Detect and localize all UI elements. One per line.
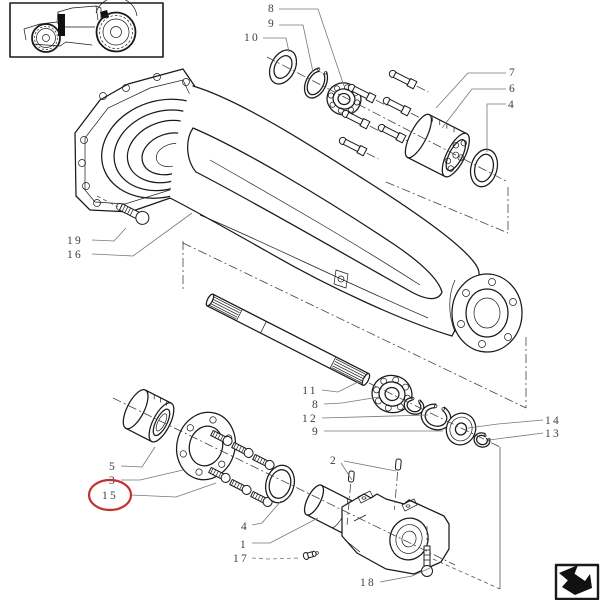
- leader-line-2: [340, 462, 353, 481]
- page-nav-box[interactable]: [554, 563, 600, 600]
- part-callout-18[interactable]: 18: [360, 577, 376, 589]
- hub-studs: [338, 69, 429, 160]
- part-callout-15[interactable]: 15: [102, 490, 118, 502]
- part-callout-12[interactable]: 12: [302, 413, 318, 425]
- leader-line-9: [279, 24, 314, 73]
- leader-line-10: [263, 37, 290, 53]
- axis-lines: [112, 56, 527, 590]
- leader-line-2: [343, 460, 397, 472]
- leader-line-3: [121, 469, 184, 481]
- hub-flange-3: [176, 411, 236, 481]
- continue-arrow-icon: [559, 565, 592, 595]
- leader-line-15: [130, 482, 217, 498]
- leader-line-6: [441, 88, 506, 129]
- washer-14: [445, 412, 477, 446]
- part-callout-4[interactable]: 4: [241, 521, 249, 533]
- leader-line-14: [467, 419, 544, 429]
- part-callout-17[interactable]: 17: [233, 553, 249, 565]
- part-callout-8[interactable]: 8: [268, 3, 276, 15]
- arm-opening: [187, 127, 443, 300]
- part-callout-5[interactable]: 5: [109, 461, 117, 473]
- axle-shaft: [205, 293, 371, 386]
- part-callout-8[interactable]: 8: [312, 399, 320, 411]
- leader-line-11: [321, 378, 365, 393]
- part-callout-16[interactable]: 16: [67, 249, 83, 261]
- part-callout-6[interactable]: 6: [509, 83, 517, 95]
- leader-line-1: [252, 517, 319, 544]
- axle-housing-arm: [169, 85, 480, 337]
- leader-line-12: [321, 414, 429, 419]
- part-callout-19[interactable]: 19: [67, 235, 83, 247]
- tractor-icon: [23, 0, 138, 53]
- highlight-circle: [87, 478, 133, 512]
- leader-line-8: [279, 8, 345, 87]
- arm-end-flange: [449, 273, 523, 353]
- leader-line-16: [91, 212, 193, 257]
- flange-bolts-15: [208, 430, 275, 507]
- washer-10: [268, 49, 298, 85]
- leader-line-18: [379, 567, 431, 583]
- kingpin-housing: [303, 484, 450, 575]
- flange-bolt-19: [96, 195, 150, 225]
- part-callout-9[interactable]: 9: [312, 426, 320, 438]
- leader-line-17: [251, 557, 301, 560]
- part-callout-14[interactable]: 14: [545, 415, 561, 427]
- seal-ring-4-bottom: [264, 464, 296, 504]
- part-callout-11[interactable]: 11: [302, 385, 317, 397]
- leader-line-4: [486, 103, 506, 152]
- seal-ring-4-top: [469, 148, 499, 188]
- part-callout-1[interactable]: 1: [240, 539, 248, 551]
- leader-line-13: [488, 432, 544, 441]
- part-callout-7[interactable]: 7: [509, 67, 517, 79]
- snap-ring-9-top: [303, 64, 329, 99]
- leader-line-4: [251, 500, 282, 526]
- leader-line-8: [323, 396, 380, 405]
- leader-line-5: [120, 446, 156, 468]
- tractor-thumbnail[interactable]: [9, 0, 164, 58]
- part-callout-4[interactable]: 4: [508, 99, 516, 111]
- dowel-pins-2: [346, 458, 402, 525]
- part-callout-2[interactable]: 2: [330, 455, 338, 467]
- part-callout-9[interactable]: 9: [268, 18, 276, 30]
- part-callout-13[interactable]: 13: [545, 428, 561, 440]
- leader-line-19: [91, 227, 127, 242]
- grease-fitting-17: [302, 550, 319, 560]
- part-callout-10[interactable]: 10: [244, 32, 260, 44]
- leader-line-7: [435, 72, 506, 109]
